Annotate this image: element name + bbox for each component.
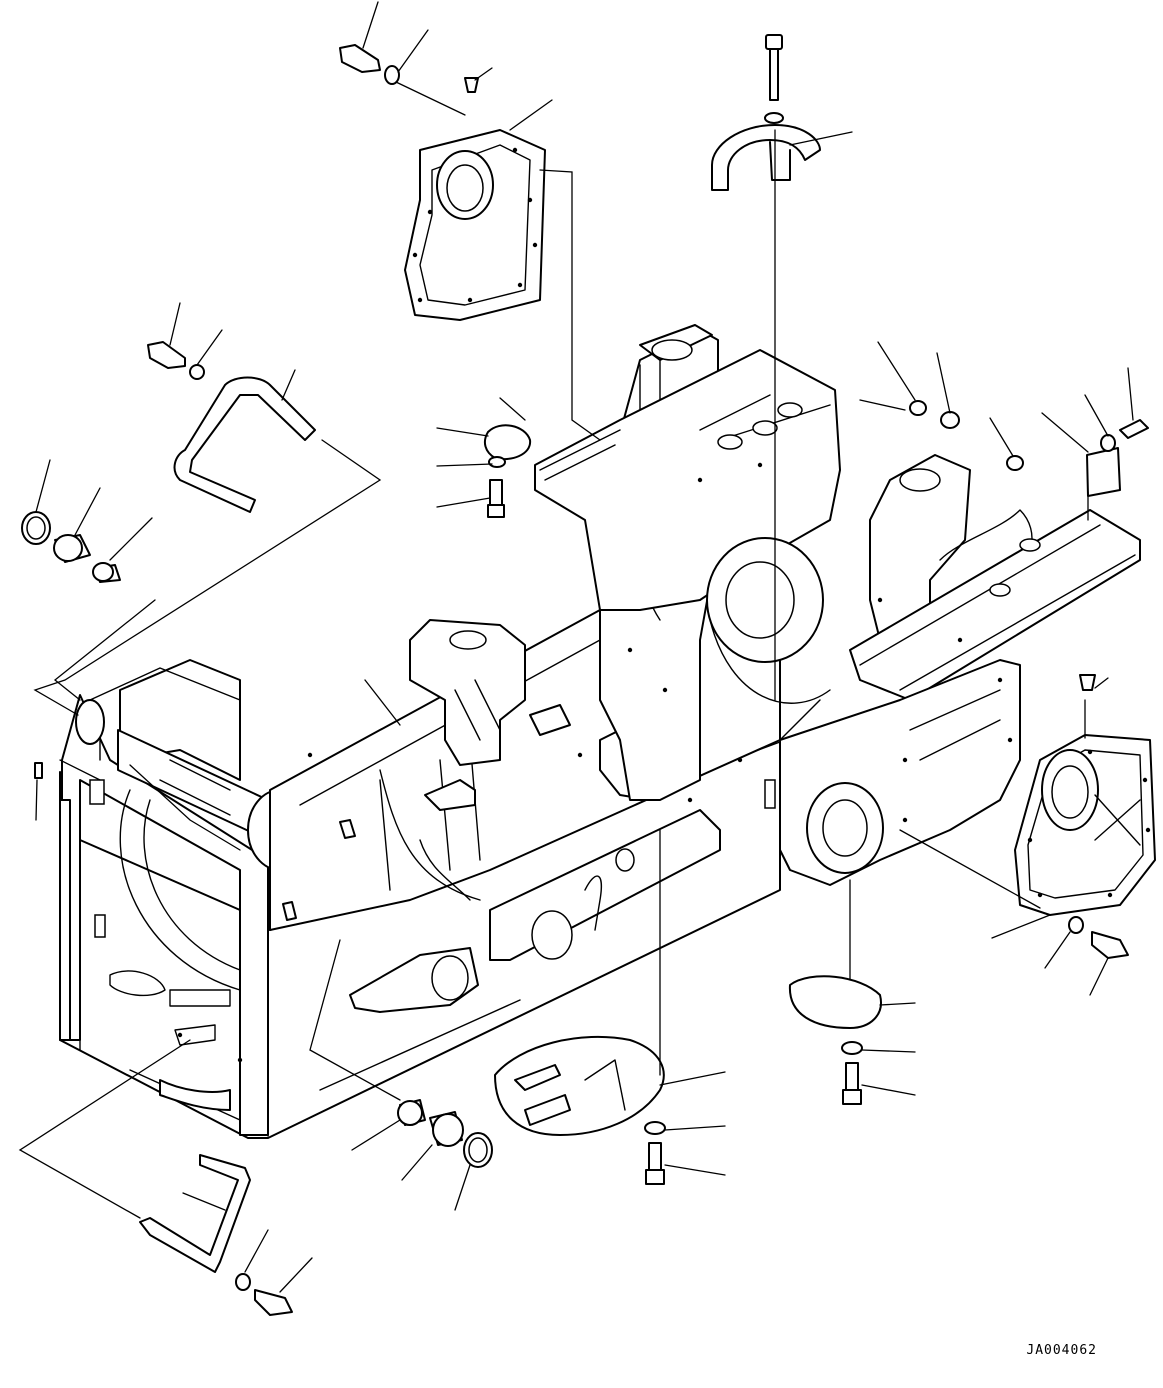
bottom-cover bbox=[494, 1035, 665, 1136]
cover-plate-small bbox=[483, 424, 532, 460]
handrail-lower bbox=[139, 1154, 251, 1273]
inspection-plate bbox=[1086, 447, 1121, 497]
cover-plate-oval bbox=[788, 975, 882, 1029]
fasteners bbox=[21, 34, 1149, 1316]
leader-lines bbox=[18, 1, 1134, 1293]
handrail-upper bbox=[173, 376, 316, 513]
bearing-cap bbox=[711, 124, 821, 191]
left-side-cover bbox=[404, 129, 546, 321]
vertical-tube bbox=[59, 799, 71, 1041]
rivet-dots bbox=[177, 147, 1151, 1063]
main-frame bbox=[59, 324, 1141, 1139]
right-side-cover bbox=[1014, 734, 1156, 916]
drawing-code: JA004062 bbox=[1026, 1343, 1097, 1358]
